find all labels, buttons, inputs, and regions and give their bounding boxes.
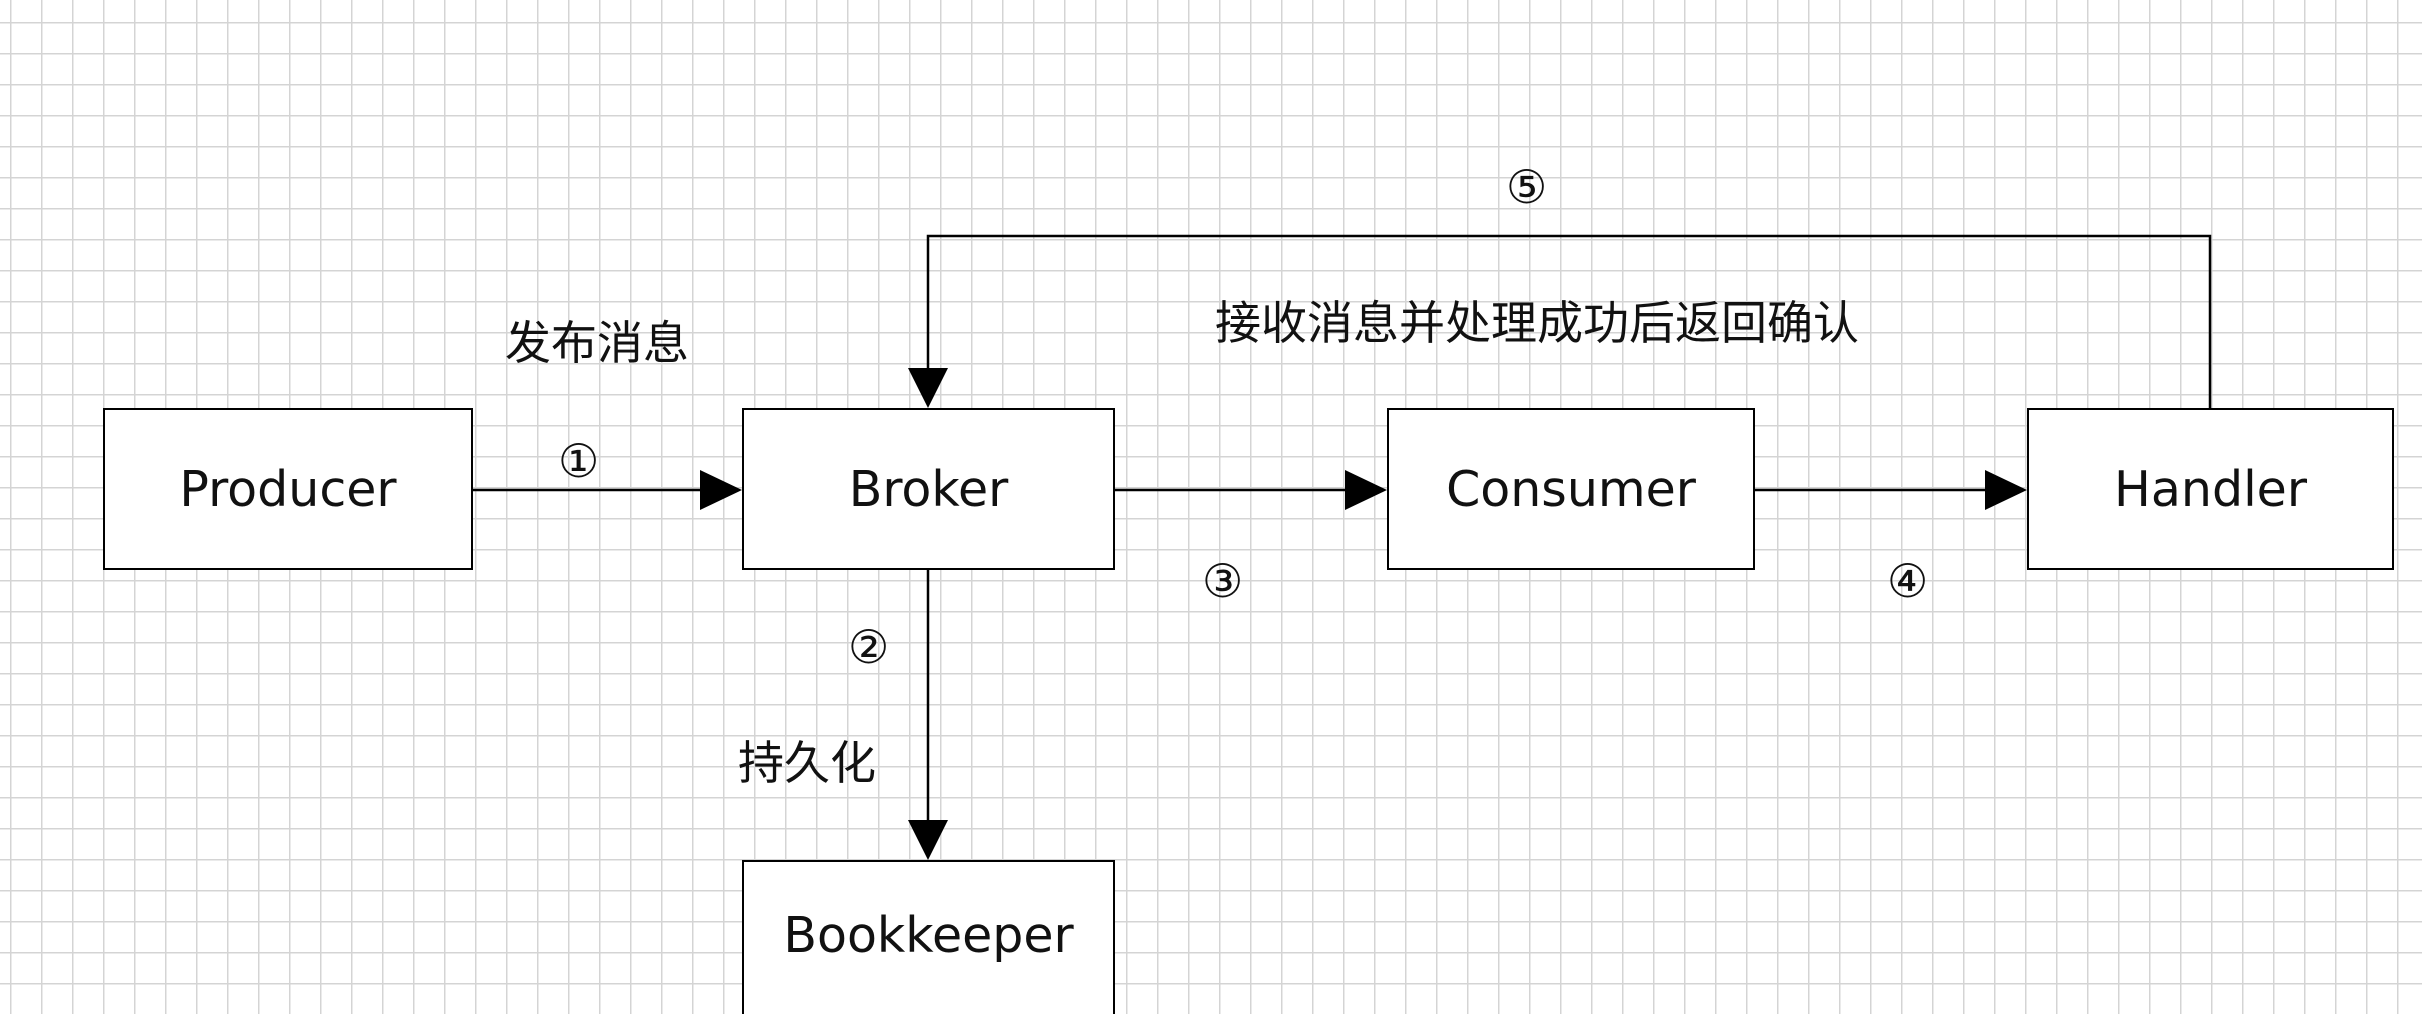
arrowhead-bookkeeper-in <box>908 820 948 860</box>
arrowhead-broker-in <box>700 470 742 510</box>
bookkeeper-label: Bookkeeper <box>783 907 1074 964</box>
producer-node: Producer <box>103 408 473 570</box>
step-2-marker: ② <box>848 620 890 674</box>
edge-handler-broker <box>926 234 2212 408</box>
step-1-marker: ① <box>558 434 600 488</box>
ack-label: 接收消息并处理成功后返回确认 <box>1215 296 1859 350</box>
consumer-label: Consumer <box>1446 460 1696 518</box>
step-4-marker: ④ <box>1887 554 1929 608</box>
bookkeeper-node: Bookkeeper <box>742 860 1115 1014</box>
step-3-marker: ③ <box>1202 554 1244 608</box>
publish-label: 发布消息 <box>505 316 689 370</box>
handler-label: Handler <box>2114 460 2307 518</box>
producer-label: Producer <box>179 460 397 518</box>
persist-label: 持久化 <box>738 736 876 790</box>
arrowhead-broker-top-in <box>908 368 948 408</box>
handler-node: Handler <box>2027 408 2394 570</box>
consumer-node: Consumer <box>1387 408 1755 570</box>
step-5-marker: ⑤ <box>1506 160 1548 214</box>
broker-node: Broker <box>742 408 1115 570</box>
broker-label: Broker <box>848 460 1009 518</box>
arrowhead-consumer-in <box>1345 470 1387 510</box>
arrowhead-handler-in <box>1985 470 2027 510</box>
